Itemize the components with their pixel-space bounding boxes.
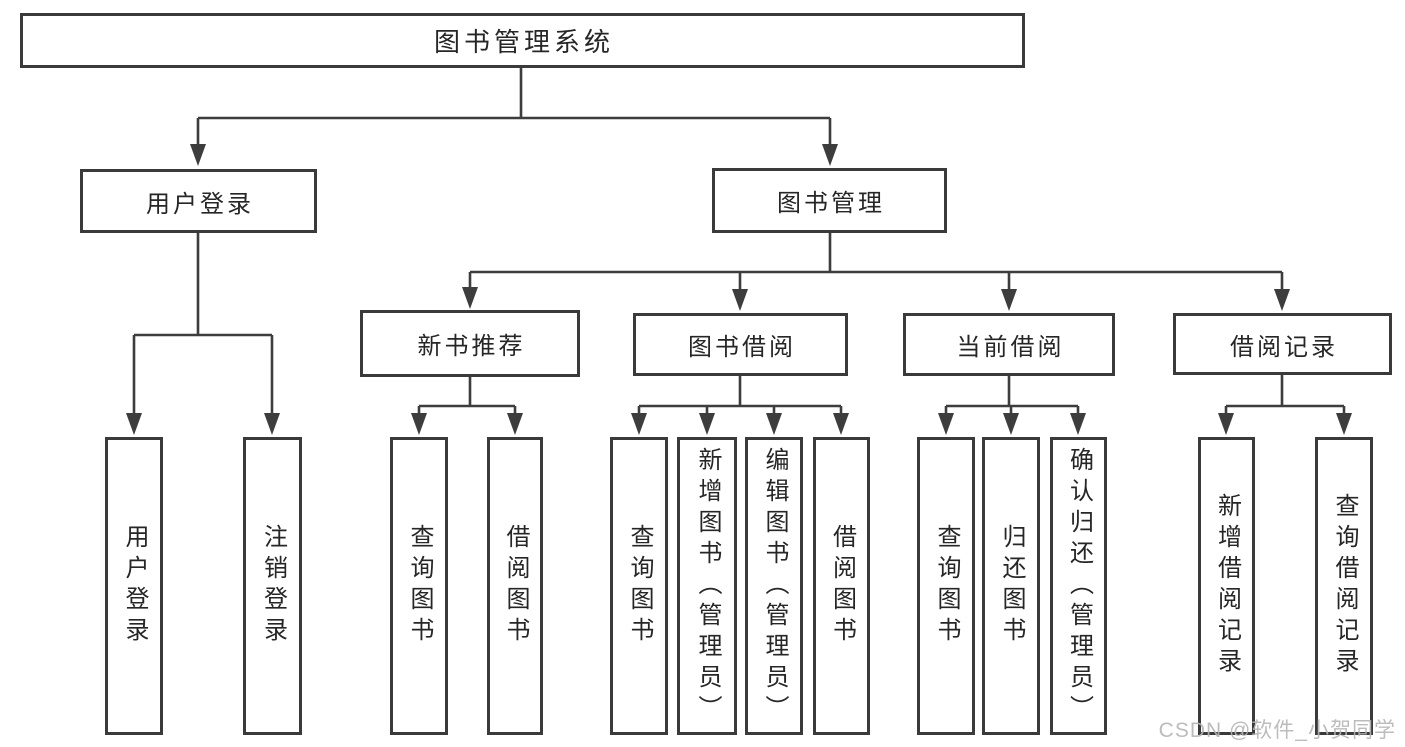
arrow-down-icon xyxy=(1001,289,1017,311)
csdn-watermark: CSDN @软件_小贺同学 xyxy=(1158,719,1396,742)
leaf-user-login-label: 用户登录 xyxy=(121,524,148,648)
arrow-down-icon xyxy=(264,413,280,435)
node-user-login: 用户登录 xyxy=(80,169,317,233)
arrow-down-icon xyxy=(462,287,478,309)
leaf-return-books-label: 归还图书 xyxy=(998,524,1025,648)
node-book-management: 图书管理 xyxy=(712,168,947,233)
arrow-down-icon xyxy=(833,413,849,435)
leaf-borrow-books: 借阅图书 xyxy=(813,437,870,735)
node-book-management-label: 图书管理 xyxy=(777,190,885,217)
arrow-down-icon xyxy=(938,413,954,435)
leaf-add-borrow-record: 新增借阅记录 xyxy=(1198,437,1255,735)
node-user-login-label: 用户登录 xyxy=(146,190,254,218)
leaf-borrow-books-recommend-label: 借阅图书 xyxy=(502,524,529,648)
leaf-edit-books-admin: 编辑图书（管理员） xyxy=(745,437,803,735)
leaf-query-books-recommend: 查询图书 xyxy=(390,437,448,735)
node-current-borrow-label: 当前借阅 xyxy=(956,334,1065,361)
arrowhead-icons xyxy=(126,144,1352,435)
leaf-query-books-current: 查询图书 xyxy=(917,437,975,735)
leaf-add-books-admin-label: 新增图书（管理员） xyxy=(694,446,721,726)
arrow-down-icon xyxy=(1003,413,1019,435)
node-borrow-records-label: 借阅记录 xyxy=(1230,333,1338,361)
leaf-confirm-return-admin: 确认归还（管理员） xyxy=(1050,437,1107,735)
arrow-down-icon xyxy=(1336,413,1352,435)
arrow-down-icon xyxy=(126,413,142,435)
arrow-down-icon xyxy=(766,413,782,435)
leaf-add-borrow-record-label: 新增借阅记录 xyxy=(1213,493,1241,679)
node-root-label: 图书管理系统 xyxy=(433,27,614,57)
leaf-logout-label: 注销登录 xyxy=(259,524,287,648)
arrow-down-icon xyxy=(631,413,647,435)
node-book-borrow-label: 图书借阅 xyxy=(688,334,796,361)
node-book-borrow: 图书借阅 xyxy=(633,313,848,376)
arrow-down-icon xyxy=(190,144,206,166)
leaf-confirm-return-admin-label: 确认归还（管理员） xyxy=(1065,446,1093,726)
arrow-down-icon xyxy=(732,289,748,311)
node-root: 图书管理系统 xyxy=(20,13,1025,68)
arrow-down-icon xyxy=(411,413,427,435)
leaf-user-login: 用户登录 xyxy=(105,437,163,735)
arrow-down-icon xyxy=(507,413,523,435)
arrow-down-icon xyxy=(1218,413,1234,435)
leaf-query-books-recommend-label: 查询图书 xyxy=(406,524,433,648)
leaf-return-books: 归还图书 xyxy=(982,437,1040,735)
leaf-query-books-borrow: 查询图书 xyxy=(610,437,668,735)
node-current-borrow: 当前借阅 xyxy=(903,313,1115,376)
leaf-query-borrow-record: 查询借阅记录 xyxy=(1315,437,1373,735)
arrow-down-icon xyxy=(699,413,715,435)
leaf-query-books-borrow-label: 查询图书 xyxy=(626,524,653,648)
leaf-borrow-books-label: 借阅图书 xyxy=(828,524,856,648)
leaf-borrow-books-recommend: 借阅图书 xyxy=(487,437,543,735)
leaf-logout: 注销登录 xyxy=(243,437,302,735)
arrow-down-icon xyxy=(822,144,838,166)
node-new-book-recommend: 新书推荐 xyxy=(360,310,580,377)
arrow-down-icon xyxy=(1070,413,1086,435)
node-new-book-recommend-label: 新书推荐 xyxy=(417,333,526,360)
node-borrow-records: 借阅记录 xyxy=(1173,313,1392,375)
leaf-query-books-current-label: 查询图书 xyxy=(933,524,960,648)
leaf-edit-books-admin-label: 编辑图书（管理员） xyxy=(761,446,788,726)
leaf-query-borrow-record-label: 查询借阅记录 xyxy=(1331,493,1358,679)
leaf-add-books-admin: 新增图书（管理员） xyxy=(677,437,737,735)
arrow-down-icon xyxy=(1274,289,1290,311)
